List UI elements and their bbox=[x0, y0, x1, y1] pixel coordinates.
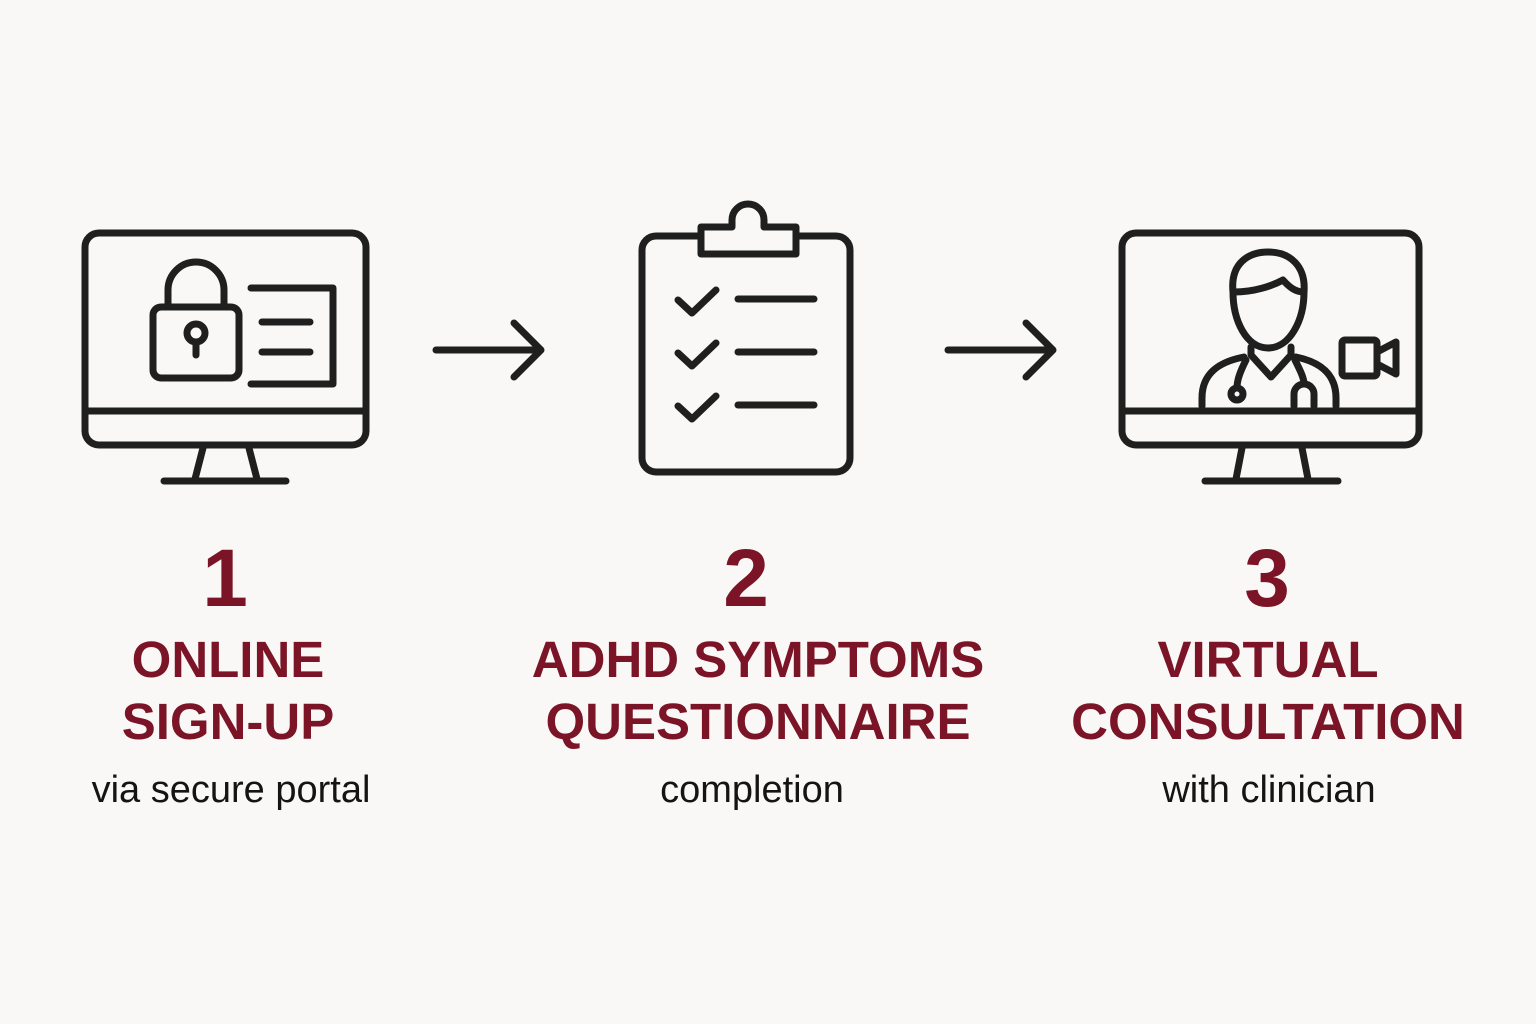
monitor-with-doctor-icon bbox=[1118, 229, 1423, 485]
step-subtitle: via secure portal bbox=[91, 769, 371, 811]
clipboard-board bbox=[638, 232, 854, 476]
step-3-subtitle-wrap: with clinician bbox=[1162, 768, 1375, 812]
stethoscope-earpiece bbox=[1290, 356, 1318, 410]
monitor-screen-frame bbox=[1118, 229, 1423, 449]
monitor-screen-frame bbox=[81, 229, 370, 449]
doctor-shoulder-left bbox=[1198, 353, 1248, 410]
monitor-icon bbox=[1118, 229, 1423, 485]
padlock-icon bbox=[149, 258, 243, 382]
padlock-shackle bbox=[164, 258, 228, 311]
step-number: 3 bbox=[1244, 533, 1290, 624]
step-1-title: ONLINE SIGN-UP bbox=[122, 629, 335, 753]
step-title-line-1: ADHD SYMPTOMS bbox=[531, 631, 985, 688]
doctor-head bbox=[1229, 248, 1308, 352]
clipboard-clip bbox=[697, 200, 800, 258]
step-1-subtitle-wrap: via secure portal bbox=[92, 768, 371, 812]
padlock-body bbox=[149, 303, 243, 382]
stethoscope-tube bbox=[1233, 356, 1250, 392]
checkmark-icon bbox=[674, 392, 720, 423]
step-number: 1 bbox=[202, 533, 248, 624]
step-title-line-1: VIRTUAL bbox=[1157, 631, 1379, 688]
camera-lens bbox=[1373, 338, 1400, 378]
step-title-line-2: SIGN-UP bbox=[121, 693, 335, 750]
checkmark-icon bbox=[674, 339, 720, 370]
monitor-stand-left bbox=[1232, 444, 1246, 483]
doctor-collar bbox=[1247, 343, 1295, 381]
arrow-right-icon bbox=[944, 319, 1057, 381]
clipboard-checklist-icon bbox=[638, 200, 854, 476]
doctor-hair bbox=[1230, 276, 1308, 296]
step-3: 3 bbox=[1244, 538, 1290, 620]
video-camera-icon bbox=[1338, 336, 1400, 380]
monitor-stand-right bbox=[245, 444, 261, 483]
step-subtitle: with clinician bbox=[1162, 769, 1376, 811]
arrow-right-icon bbox=[432, 319, 545, 381]
doctor-shoulder-right bbox=[1292, 353, 1340, 410]
doctor-icon bbox=[1198, 248, 1340, 410]
padlock-keyhole bbox=[183, 320, 209, 346]
monitor-with-padlock-icon bbox=[81, 229, 370, 485]
step-number: 2 bbox=[723, 533, 769, 624]
camera-body bbox=[1338, 336, 1381, 380]
checkmark-icon bbox=[674, 286, 720, 317]
step-2-title: ADHD SYMPTOMS QUESTIONNAIRE bbox=[532, 629, 984, 753]
step-subtitle: completion bbox=[660, 769, 844, 811]
step-2: 2 bbox=[723, 538, 769, 620]
monitor-stand-left bbox=[191, 444, 207, 483]
step-3-title: VIRTUAL CONSULTATION bbox=[1071, 629, 1465, 753]
form-outline bbox=[247, 284, 337, 388]
step-2-subtitle-wrap: completion bbox=[660, 768, 844, 812]
step-title-line-2: CONSULTATION bbox=[1071, 693, 1465, 750]
form-icon bbox=[247, 284, 337, 388]
monitor-stand-right bbox=[1298, 444, 1312, 483]
stethoscope-chestpiece bbox=[1227, 384, 1247, 404]
step-title-line-1: ONLINE bbox=[131, 631, 325, 688]
step-1: 1 bbox=[202, 538, 248, 620]
monitor-icon bbox=[81, 229, 370, 485]
step-title-line-2: QUESTIONNAIRE bbox=[545, 693, 971, 750]
